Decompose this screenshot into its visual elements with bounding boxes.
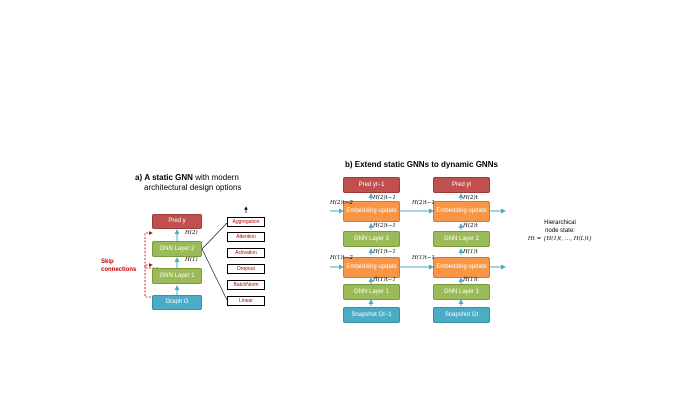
label-h2: H(2) [185,230,198,236]
gnn-layer2-box: GNN Layer 2 [152,241,202,257]
label-h1: H(1) [185,257,198,263]
option-activation: Activation [227,248,265,258]
label-hat1-cur: H̃(1)t [463,277,478,283]
skip-connection-lower [144,263,158,298]
option-aggregation: Aggregation [227,217,265,227]
graph-box: Graph G [152,295,202,310]
option-attention: Attention [227,232,265,242]
label-mid2: H(2)t−1 [412,200,435,206]
panel-a-title-rest: with modern [192,173,239,182]
skip-connections-label: Skip connections [101,259,137,273]
hier-line2: node state: [545,228,575,234]
label-out2-prev: H(2)t−1 [373,195,396,201]
label-mid1: H(1)t−1 [412,255,435,261]
option-dropout: Dropout [227,264,265,274]
snapshot-cur-box: Snapshot Gt [433,307,490,323]
emb-update-2-cur-box: Embedding update [433,201,490,222]
label-out1-prev: H(1)t−1 [373,249,396,255]
label-in1-prev: H(1)t−2 [330,255,353,261]
gnn-layer1-prev-box: GNN Layer 1 [343,284,400,300]
emb-update-1-cur-box: Embedding update [433,257,490,278]
gnn-layer1-box: GNN Layer 1 [152,268,202,284]
gnn-layer1-cur-box: GNN Layer 1 [433,284,490,300]
gnn-layer2-prev-box: GNN Layer 2 [343,231,400,247]
option-linear: Linear [227,296,265,306]
panel-b-title: b) Extend static GNNs to dynamic GNNs [345,160,498,169]
hier-line3: Ht = {H(1)t, …, H(L)t} [527,236,593,242]
hier-line1: Hierarchical [544,220,576,226]
hierarchical-node-state: Hierarchical node state: Ht = {H(1)t, …,… [520,219,600,243]
pred-box: Pred y [152,214,202,229]
label-out2-cur: H(2)t [463,195,478,201]
label-in2-prev: H(2)t−2 [330,200,353,206]
pred-prev-box: Pred yt−1 [343,177,400,193]
fan-line-bottom [201,248,228,301]
label-hat1-prev: H̃(1)t−1 [373,277,396,283]
label-out1-cur: H(1)t [463,249,478,255]
label-hat2-cur: H̃(2)t [463,223,478,229]
emb-update-1-prev-box: Embedding update [343,257,400,278]
panel-a-title-bold: A static GNN [144,173,193,182]
gnn-layer2-cur-box: GNN Layer 2 [433,231,490,247]
panel-a-title-line2: architectural design options [144,183,242,192]
label-hat2-prev: H̃(2)t−1 [373,223,396,229]
panel-a-title: a) A static GNN with modern architectura… [135,173,241,193]
option-batchnorm: BatchNorm [227,280,265,290]
emb-update-2-prev-box: Embedding update [343,201,400,222]
pred-cur-box: Pred yt [433,177,490,193]
fan-line-top [201,222,228,250]
snapshot-prev-box: Snapshot Gt−1 [343,307,400,323]
panel-a-prefix: a) [135,173,143,182]
